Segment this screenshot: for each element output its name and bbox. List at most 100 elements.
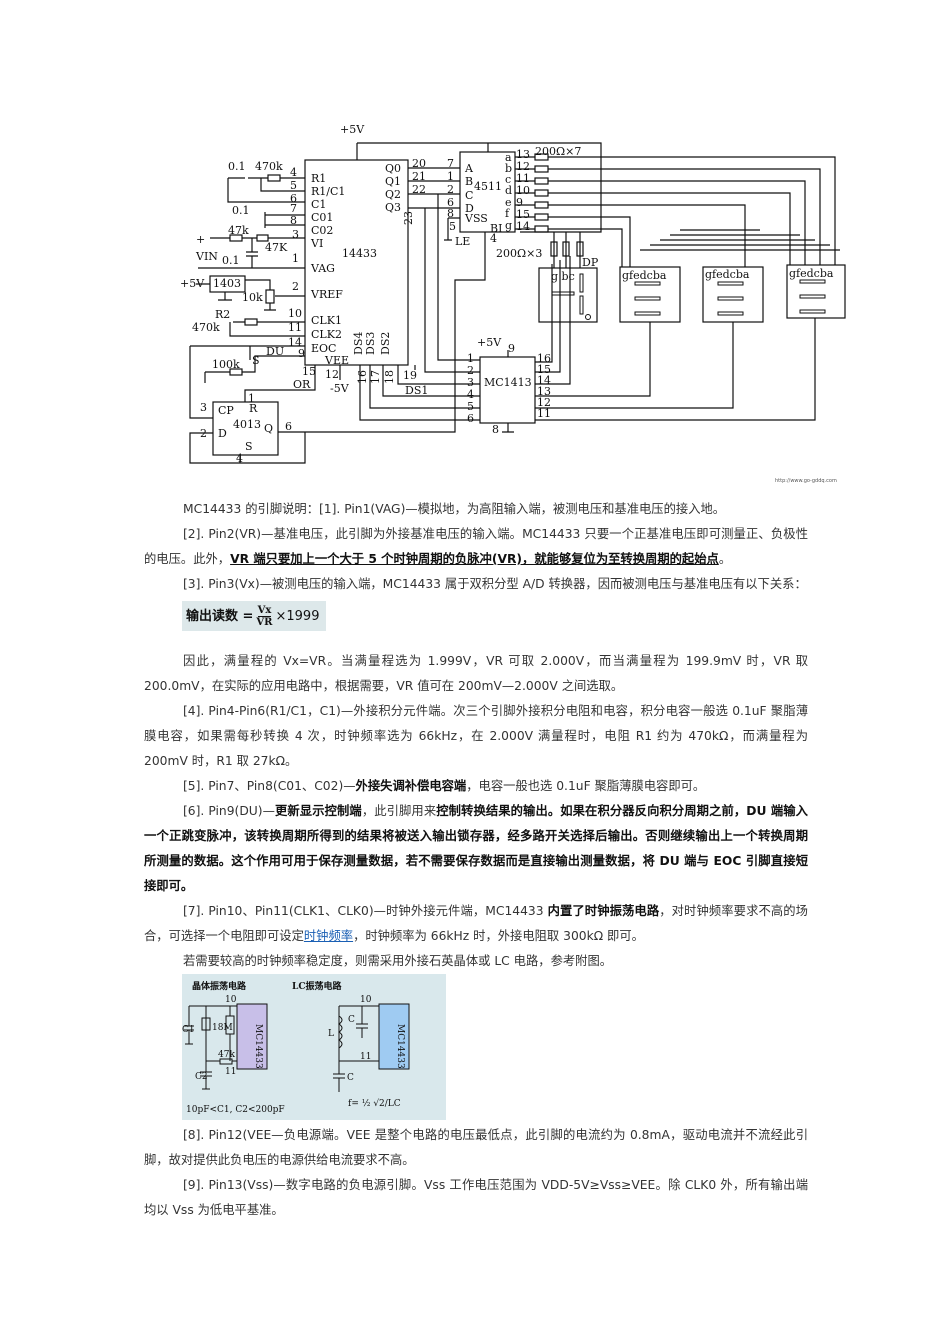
paragraph: [7]. Pin10、Pin11(CLK1、CLK0)—时钟外接元件端，MC14… [144,899,808,949]
text-segment: [7]. Pin10、Pin11(CLK1、CLK0)—时钟外接元件端，MC14… [183,904,548,918]
circuit-label: 6 [285,420,292,433]
circuit-label: a [505,151,512,164]
text-segment: [2]. Pin2(VR)—基准电压，此引脚为外接基准电压的输入端。MC1443… [144,527,808,566]
circuit-label: OR [293,378,311,391]
circuit-label: 4 [467,388,474,401]
circuit-label: 22 [412,183,426,196]
link-clock-frequency[interactable]: 时钟频率 [303,929,354,943]
pin-10: 10 [360,995,372,1005]
paragraph: [9]. Pin13(Vss)—数字电路的负电源引脚。Vss 工作电压范围为 V… [144,1173,808,1223]
circuit-label: -5V [330,382,350,395]
circuit-label: 16 [537,352,551,365]
text-segment: ，对时钟频率要求不高的场合，可选择一个电阻即可设定 [144,904,808,943]
circuit-label: C01 [311,211,333,224]
text-segment: ，时钟频率为 66kHz 时，外接电阻取 300kΩ 即可。 [353,929,644,943]
circuit-label: R [249,402,258,415]
circuit-label: 0.1 [232,204,250,217]
circuit-label: 3 [467,376,474,389]
circuit-label: 2 [467,364,474,377]
r18-label: 18M [212,1023,233,1033]
circuit-label: VIN [195,250,218,263]
circuit-label: 1 [467,352,474,365]
paragraph: [3]. Pin3(Vx)—被测电压的输入端，MC14433 属于双积分型 A/… [144,572,808,597]
circuit-label: 200Ω×7 [535,145,581,158]
document-body: MC14433 的引脚说明：[1]. Pin1(VAG)—模拟地，为高阻输入端，… [144,497,808,1223]
circuit-label: g [505,219,512,232]
circuit-label: 2 [292,280,299,293]
circuit-label: R1/C1 [311,185,345,198]
capacitor-label: C [347,1073,354,1083]
circuit-label: Q1 [385,175,401,188]
circuit-label: 14 [516,220,530,233]
paragraph: [5]. Pin7、Pin8(C01、C02)—外接失调补偿电容端，电容一般也选… [144,774,808,799]
circuit-label: LE [455,235,470,248]
chip-mc1413 [479,356,536,424]
circuit-label: 0.1 [222,254,240,267]
circuit-label: 4 [290,166,297,179]
formula-left: 输出读数 = [186,608,254,624]
circuit-label: 9 [516,196,523,209]
circuit-label: 4 [236,452,243,465]
display-3 [786,264,846,319]
text-segment: ，电容一般也选 0.1uF 聚脂薄膜电容即可。 [466,779,706,793]
chip-label: MC14433 [253,1024,263,1069]
crystal-chip [236,1003,268,1070]
text-segment: [5]. Pin7、Pin8(C01、C02)— [183,779,356,793]
circuit-label: c [505,173,511,186]
circuit-label: DS4 [352,332,365,355]
circuit-label: 14433 [342,247,377,260]
circuit-label: 3 [200,401,207,414]
paragraph: [8]. Pin12(VEE—负电源端。VEE 是整个电路的电压最低点，此引脚的… [144,1123,808,1173]
circuit-label: 470k [192,321,220,334]
circuit-label: 18 [383,370,396,384]
circuit-label: +5V [180,277,205,290]
circuit-label: DS1 [405,384,428,397]
text-segment: 因此，满量程的 Vx=VR。当满量程选为 1.999V，VR 可取 2.000V… [144,654,808,693]
circuit-label: DS2 [379,332,392,355]
circuit-label: f [505,207,510,220]
text-segment: [8]. Pin12(VEE—负电源端。VEE 是整个电路的电压最低点，此引脚的… [144,1128,808,1167]
circuit-label: 47K [265,241,288,254]
circuit-label: 13 [516,148,530,161]
circuit-label: 15 [537,363,551,376]
paragraph: 因此，满量程的 Vx=VR。当满量程选为 1.999V，VR 可取 2.000V… [144,649,808,699]
circuit-label: 10k [242,291,263,304]
circuit-label: CLK2 [311,328,342,341]
circuit-label: 2 [200,427,207,440]
text-segment: ，此引脚用来 [361,804,437,818]
circuit-label: 5 [449,220,456,233]
circuit-label: VREF [310,288,343,301]
circuit-label: C02 [311,224,333,237]
circuit-label: b [505,162,512,175]
circuit-label: R1 [311,172,326,185]
circuit-label: gfedcba [705,268,750,281]
circuit-label: 12 [325,368,339,381]
paragraph: MC14433 的引脚说明：[1]. Pin1(VAG)—模拟地，为高阻输入端，… [144,497,808,522]
oscillator-figure: 晶体振荡电路 LC振荡电路 MC14433 MC14433 10 11 10 1… [182,974,446,1120]
numerator: Vx [257,604,272,617]
circuit-label: 23 [402,211,415,225]
circuit-label: 8 [290,214,297,227]
circuit-label: 15 [516,208,530,221]
circuit-label: DP [582,256,599,269]
circuit-label: MC1413 [484,376,532,389]
circuit-label: 9 [298,347,305,360]
circuit-label: 1 [292,252,299,265]
circuit-label: VAG [310,262,335,275]
circuit-label: 5 [290,179,297,192]
circuit-label: 6 [467,412,474,425]
circuit-label: +5V [340,123,365,136]
circuit-label: 1 [447,170,454,183]
circuit-label: 15 [302,365,316,378]
circuit-label: S [252,354,260,367]
lc-chip [378,1003,410,1070]
circuit-label: 1 [248,392,255,405]
capacitor-label: C [348,1015,355,1025]
circuit-label: 11 [537,407,551,420]
circuit-label: + [196,233,205,246]
circuit-label: Q2 [385,188,401,201]
text-segment: [9]. Pin13(Vss)—数字电路的负电源引脚。Vss 工作电压范围为 V… [144,1178,808,1217]
circuit-label: 10 [288,307,302,320]
circuit-label: 12 [537,396,551,409]
circuit-label: 16 [356,370,369,384]
